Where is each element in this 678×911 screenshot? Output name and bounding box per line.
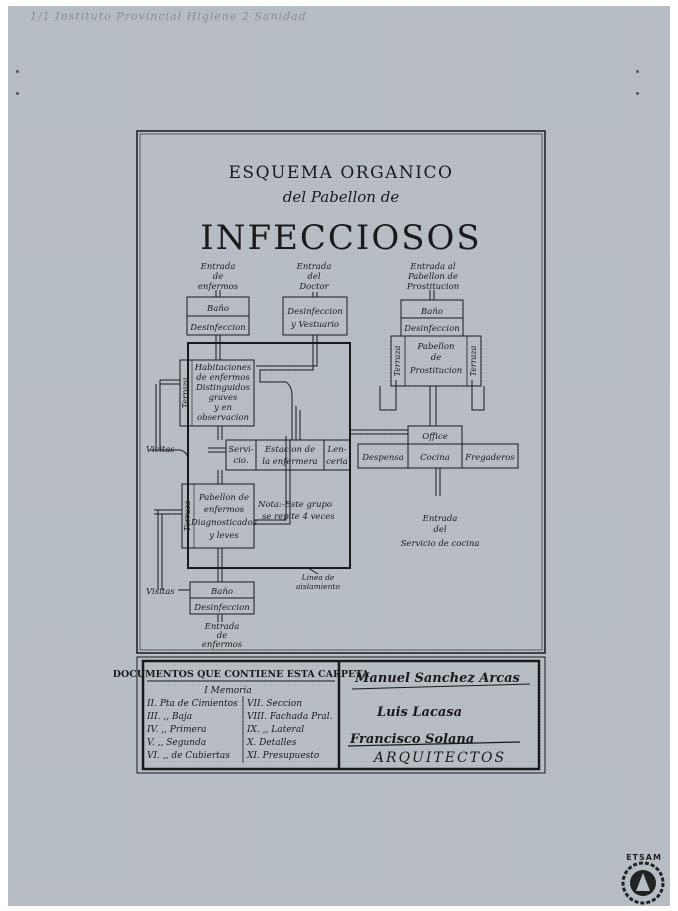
vestuario-box <box>282 296 348 336</box>
punch-hole <box>16 70 19 73</box>
entrada-enfermos-top-1: Entrada <box>200 262 236 272</box>
entrada-prost-1: Entrada al <box>409 262 456 272</box>
habitaciones-4: graves <box>209 393 238 403</box>
desinfeccion-prost: Desinfeccion <box>403 324 459 334</box>
pencil-annotation: 1/1 Instituto Provincial Higiene 2 Sanid… <box>30 10 307 23</box>
fregaderos-label: Fregaderos <box>464 453 515 463</box>
doc-col1-3: IV. ,, Primera <box>146 725 207 735</box>
despensa-label: Despensa <box>361 453 404 463</box>
entrada-prost-3: Prostitucion <box>406 282 459 292</box>
diagnosticados-1: Pabellon de <box>198 493 249 503</box>
arquitectos-label: ARQUITECTOS <box>372 750 506 766</box>
blueprint-sheet <box>8 6 670 906</box>
etsam-seal-icon <box>621 861 665 905</box>
entrada-enfermos-top-3: enfermos <box>198 282 239 292</box>
doc-col1-1: II. Pta de Cimientos <box>146 699 238 709</box>
aislamiento-2: aislamiento <box>296 582 340 591</box>
entrada-prost-2: Pabellon de <box>407 272 458 282</box>
servicio-2: cio. <box>233 456 248 466</box>
pabellon-prost-2: de <box>431 353 441 363</box>
doc-col2-2: VIII. Fachada Pral. <box>247 712 333 722</box>
doc-col2-1: VII. Seccion <box>247 699 302 709</box>
punch-hole <box>636 70 639 73</box>
etsam-logo-text: ETSAM <box>626 853 662 862</box>
habitaciones-1: Habitaciones <box>194 363 252 373</box>
terraza-prost-left: Terraza <box>393 345 402 376</box>
estacion-1: Estacion de <box>264 445 315 455</box>
diagnosticados-4: y leves <box>208 531 239 541</box>
habitaciones-2: de enfermos <box>196 373 250 383</box>
doc-col1-2: III. ,, Baja <box>146 712 192 722</box>
doc-col2-4: X. Detalles <box>246 738 297 748</box>
estacion-2: la enfermera <box>262 457 317 467</box>
habitaciones-5: y en <box>213 403 232 413</box>
habitaciones-6: observacion <box>197 413 249 423</box>
office-label: Office <box>422 432 448 442</box>
title-line3: INFECCIOSOS <box>200 218 481 258</box>
lenceria-2: ceria <box>326 457 348 467</box>
doc-col1-5: VI. ,, de Cubiertas <box>147 751 230 761</box>
doc-col2-5: XI. Presupuesto <box>246 751 320 761</box>
diagnosticados-3: Diagnosticados <box>190 518 258 528</box>
visitas-label-upper: Visitas <box>146 445 175 455</box>
signature-2: Luis Lacasa <box>376 705 462 720</box>
cocina-label: Cocina <box>420 453 450 463</box>
nota-line2: se repite 4 veces <box>262 512 335 522</box>
entrada-enfermos-bottom-1: Entrada <box>204 622 240 632</box>
service-strip <box>225 439 351 471</box>
pabellon-prost-3: Prostitucion <box>409 366 462 376</box>
terraza-habitaciones: Terraza <box>181 377 190 408</box>
servicio-1: Servi- <box>228 445 253 455</box>
vestuario-1: Desinfeccion <box>286 307 342 317</box>
nota-line1: Nota:-Este grupo <box>257 500 332 510</box>
habitaciones-3: Distinguidos <box>195 383 251 393</box>
bano-bottom-2: Desinfeccion <box>193 603 249 613</box>
doc-memoria: I Memoria <box>203 686 251 696</box>
lenceria-1: Len- <box>326 445 346 455</box>
vestuario-2: y Vestuario <box>290 320 339 330</box>
entrada-doctor-2: del <box>307 272 320 282</box>
title-line1: ESQUEMA ORGANICO <box>229 163 454 183</box>
punch-hole <box>16 92 19 95</box>
bano-bottom-1: Baño <box>210 587 233 597</box>
terraza-prost-right: Terraza <box>469 345 478 376</box>
diagnosticados-2: enfermos <box>204 505 245 515</box>
signature-1: Manuel Sanchez Arcas <box>354 671 521 686</box>
entrada-enfermos-bottom-3: enfermos <box>202 640 243 650</box>
documents-heading: DOCUMENTOS QUE CONTIENE ESTA CARPETA <box>113 669 370 680</box>
doc-col2-3: IX. ,, Lateral <box>246 725 304 735</box>
entrada-enfermos-bottom-2: de <box>217 631 227 641</box>
documents-box <box>141 659 541 771</box>
entrada-cocina-2: del <box>433 525 446 535</box>
entrada-cocina-3: Servicio de cocina <box>401 539 480 549</box>
habitaciones-box <box>179 359 255 427</box>
entrada-doctor-3: Doctor <box>298 282 329 292</box>
drawing-frame <box>136 130 546 654</box>
bano-prost: Baño <box>420 307 443 317</box>
title-line2: del Pabellon de <box>283 188 400 206</box>
entrada-doctor-1: Entrada <box>296 262 332 272</box>
bano-top-1: Baño <box>206 304 229 314</box>
bano-top-2: Desinfeccion <box>189 323 245 333</box>
kitchen-box <box>357 443 519 469</box>
aislamiento-1: Linea de <box>301 573 335 582</box>
doc-col1-4: V. ,, Segunda <box>147 738 206 748</box>
pabellon-prost-1: Pabellon <box>417 342 455 352</box>
visitas-label-lower: Visitas <box>146 587 175 597</box>
entrada-cocina-1: Entrada <box>422 514 458 524</box>
entrada-enfermos-top-2: de <box>213 272 223 282</box>
terraza-diagnosticados: Terraza <box>183 500 192 531</box>
punch-hole <box>636 92 639 95</box>
